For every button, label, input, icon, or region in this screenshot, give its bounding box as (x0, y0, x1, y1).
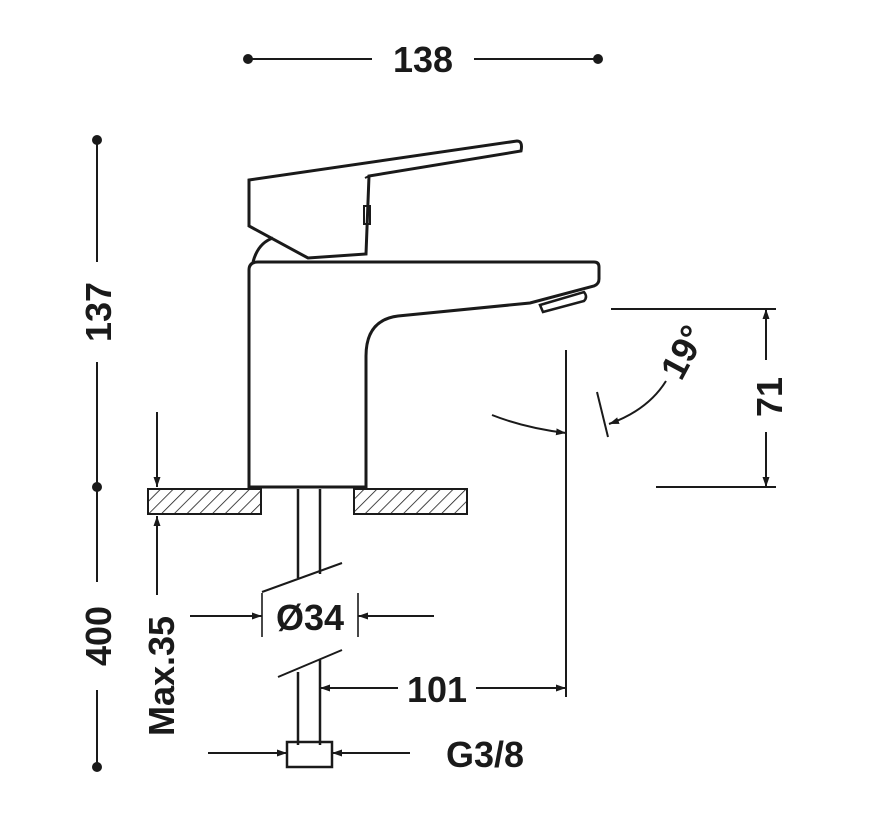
thickness-dimension: Max.35 (141, 412, 182, 736)
width-dimension-label: 138 (393, 39, 453, 80)
thickness-label: Max.35 (141, 616, 182, 736)
spout-height-label: 71 (749, 377, 790, 417)
countertop (147, 488, 468, 515)
height-dimension: 137 400 (78, 135, 119, 772)
reach-dimension: 101 (320, 350, 567, 710)
break-line-top (261, 562, 343, 593)
reach-label: 101 (407, 669, 467, 710)
angle-ray (596, 391, 609, 438)
height-bottom-label: 400 (78, 606, 119, 666)
height-top-label: 137 (78, 282, 119, 342)
countertop-left (147, 488, 262, 515)
connector-nut (285, 740, 334, 769)
countertop-right (353, 488, 468, 515)
lever-handle (247, 139, 523, 260)
angle-label: 19° (652, 318, 714, 385)
aerator (538, 290, 588, 314)
faucet (247, 139, 601, 489)
width-dimension: 138 (243, 39, 603, 80)
cartridge-neck (251, 236, 274, 263)
break-line-bottom (277, 649, 343, 678)
lever-button (363, 205, 371, 225)
angle-dimension: 19° (491, 318, 714, 438)
thread-dimension: G3/8 (208, 734, 524, 775)
thread-label: G3/8 (446, 734, 524, 775)
spout-height-dimension: 71 (611, 308, 790, 488)
faucet-body (247, 260, 601, 489)
diameter-dimension: Ø34 (190, 593, 434, 638)
diameter-label: Ø34 (276, 597, 344, 638)
